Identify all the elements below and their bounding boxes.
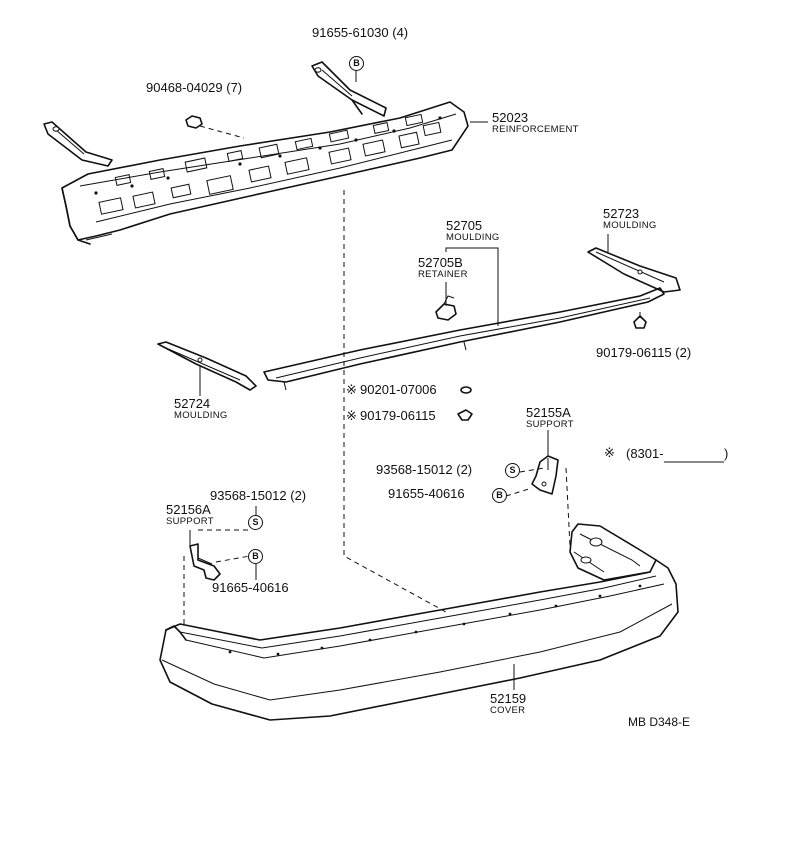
support-right-drawing (531, 455, 559, 495)
part-name-reinforcement: REINFORCEMENT (492, 124, 579, 135)
part-number-52159: 52159 (490, 691, 527, 706)
asterisk-mark-3: ※ (604, 445, 615, 460)
part-number-52724: 52724 (174, 396, 211, 411)
bolt-b-symbol-left: B (248, 549, 263, 564)
label-91655-61030: 91655-61030 (4) (312, 25, 409, 40)
part-number-52156a: 52156A (166, 502, 211, 517)
label-91655-40616: 91655-40616 (388, 486, 465, 501)
screw-s-symbol-right: S (505, 463, 520, 478)
label-90179-06115-2: 90179-06115 (2) (596, 345, 692, 360)
moulding-52723-drawing (587, 247, 681, 329)
moulding-52705-drawing (263, 287, 665, 391)
small-fasteners (457, 386, 473, 421)
bumper-cover-drawing (159, 523, 679, 721)
part-name-moulding-52724: MOULDING (174, 410, 228, 421)
moulding-52724-drawing (157, 341, 257, 391)
bolt-b-symbol-right: B (492, 488, 507, 503)
alignment-dashes (183, 190, 571, 626)
label-93568-15012-right: 93568-15012 (2) (376, 462, 473, 477)
part-name-support-right: SUPPORT (526, 419, 574, 430)
leader-lines (189, 121, 724, 580)
asterisk-mark-2: ※ (346, 408, 357, 423)
part-name-moulding-52723: MOULDING (603, 220, 657, 231)
part-number-52723: 52723 (603, 206, 640, 221)
asterisk-mark-1: ※ (346, 382, 357, 397)
part-name-retainer: RETAINER (418, 269, 468, 280)
part-number-52155a: 52155A (526, 405, 571, 420)
label-90179-06115: 90179-06115 (360, 408, 436, 423)
part-name-moulding-52705: MOULDING (446, 232, 500, 243)
label-90468-04029: 90468-04029 (7) (146, 80, 243, 95)
bolt-b-symbol-top: B (349, 56, 364, 71)
part-number-52023: 52023 (492, 110, 529, 125)
part-name-cover: COVER (490, 705, 526, 716)
reinforcement-drawing (43, 61, 469, 245)
part-number-52705b: 52705B (418, 255, 463, 270)
retainer-drawing (435, 295, 457, 321)
applicability-close: ) (724, 446, 729, 461)
label-93568-15012-left: 93568-15012 (2) (210, 488, 307, 503)
support-left-drawing (189, 543, 221, 581)
part-number-52705: 52705 (446, 218, 483, 233)
screw-s-symbol-left: S (248, 515, 263, 530)
diagram-code: MB D348-E (628, 715, 691, 729)
label-90201-07006: 90201-07006 (360, 382, 437, 397)
part-name-support-left: SUPPORT (166, 516, 214, 527)
label-91665-40616: 91665-40616 (212, 580, 289, 595)
applicability-note: (8301- (626, 446, 664, 461)
